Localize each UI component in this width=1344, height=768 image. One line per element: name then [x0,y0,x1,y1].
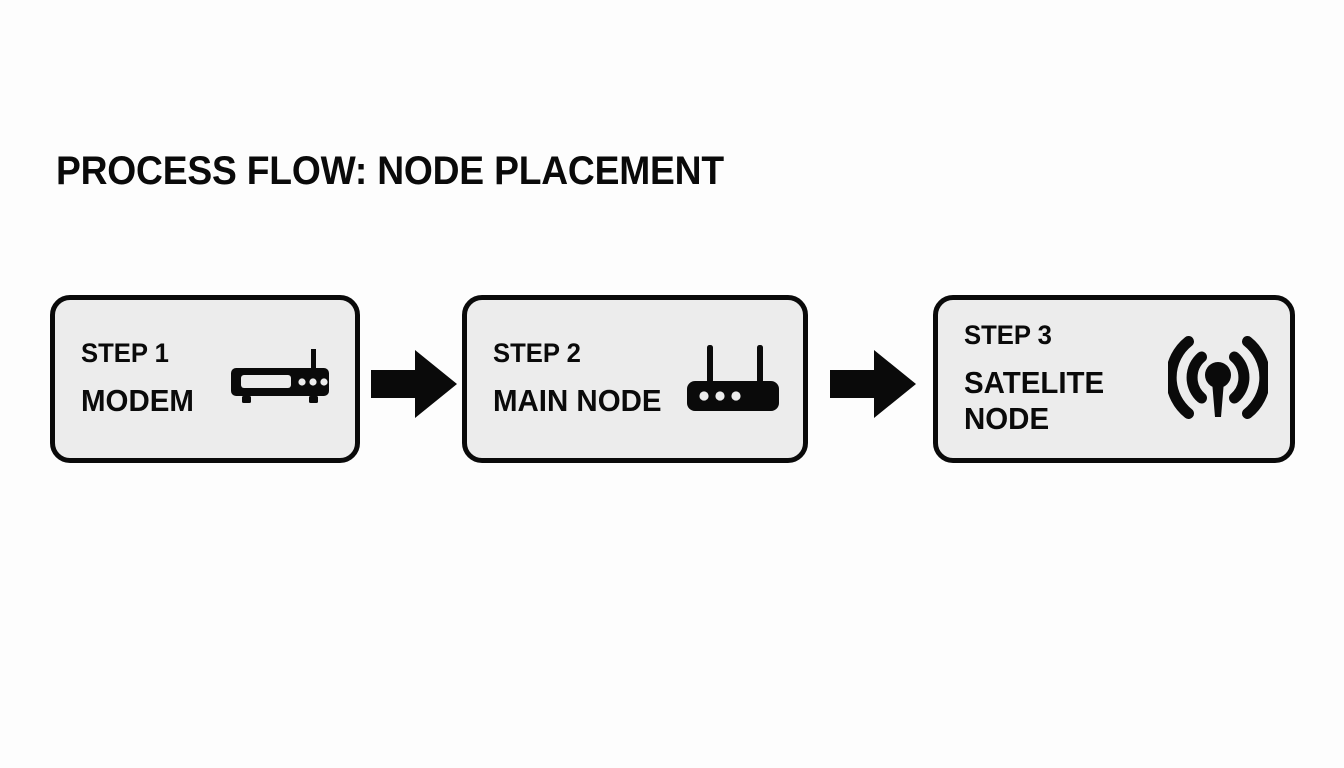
step-3-kicker: STEP 3 [964,320,1052,350]
router-icon [685,343,781,415]
step-3-label: SATELITE NODE [964,365,1105,436]
step-2-label: MAIN NODE [493,383,662,418]
modem-icon [229,349,333,409]
broadcast-antenna-icon [1168,335,1268,423]
flow-row: STEP 1 MODEM [0,295,1344,465]
page-title: PROCESS FLOW: NODE PLACEMENT [56,149,724,193]
step-2-kicker: STEP 2 [493,338,581,368]
step-box-2[interactable]: STEP 2 MAIN NODE [462,295,808,463]
arrow-right-icon-1 [371,350,457,418]
arrow-right-icon-2 [830,350,916,418]
step-1-label: MODEM [81,383,194,418]
step-2-text: STEP 2 MAIN NODE [493,339,670,419]
step-3-text: STEP 3 SATELITE NODE [964,321,1112,437]
step-box-1[interactable]: STEP 1 MODEM [50,295,360,463]
step-box-3[interactable]: STEP 3 SATELITE NODE [933,295,1295,463]
step-1-text: STEP 1 MODEM [81,339,200,419]
step-1-kicker: STEP 1 [81,338,169,368]
